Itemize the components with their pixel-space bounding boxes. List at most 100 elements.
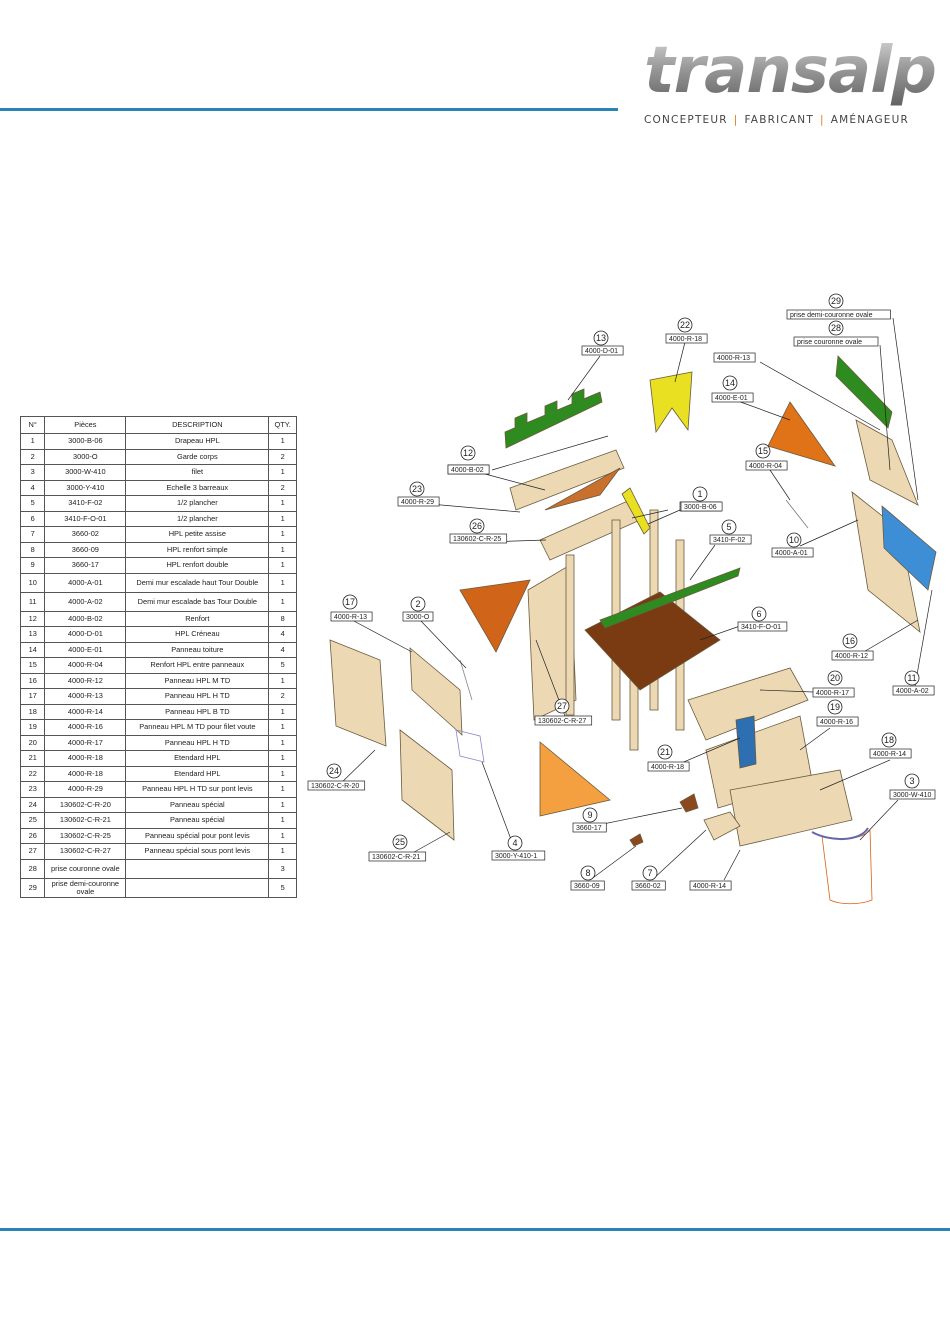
callout-number: 12 (463, 448, 473, 458)
callout-number: 28 (831, 323, 841, 333)
callout-number: 2 (415, 599, 420, 609)
callout-number: 20 (830, 673, 840, 683)
callout-balloon (642, 865, 658, 881)
callout-ref-text: 3000-Y-410-1 (495, 853, 537, 860)
callout-number: 23 (412, 484, 422, 494)
callout-ref-box (737, 621, 788, 632)
callout-5: 3410-F-025 (689, 519, 752, 581)
callout-ref-text: 3660-09 (574, 883, 600, 890)
callout-ref-text: 4000-R-14 (693, 883, 726, 890)
callout-3: 3000-W-410 3 (859, 773, 936, 841)
callout-leader (723, 849, 741, 881)
callout-balloon (342, 594, 358, 610)
callout-ref-text: 4000-R-04 (749, 463, 782, 470)
tagline-conceptor: CONCEPTEUR (644, 114, 728, 126)
col-number: N° (19, 416, 46, 434)
callout-6: 3410-F-O-016 (699, 606, 788, 641)
callout-ref-box (647, 761, 690, 772)
callout-15: 4000-R-04 15 (745, 443, 791, 501)
row-qty: 1 (268, 510, 297, 527)
row-number: 11 (19, 591, 46, 612)
callout-ref-text: 4000-R-29 (401, 499, 434, 506)
callout-ref-box (581, 345, 624, 356)
callout-ref-box (572, 822, 607, 833)
callout-ref-text: 4000-R-16 (820, 719, 853, 726)
tagline-planner: AMÉNAGEUR (830, 114, 909, 126)
brand-logo: transalp CONCEPTEUR|FABRICANT|AMÉNAGEUR (640, 34, 937, 130)
callout-number: 27 (557, 701, 567, 711)
callout-number: 17 (345, 597, 355, 607)
callout-leader (592, 807, 683, 827)
callout-layer: 3000-B-0613000-O23000-W-41033000-Y-410-1… (307, 293, 936, 891)
callout-ref-text: 3660-17 (576, 825, 602, 832)
header-rule (0, 108, 618, 111)
callout-balloon (580, 865, 596, 881)
callout-balloon (392, 834, 408, 850)
callout-ref-box (793, 336, 879, 347)
callout-ref-box (745, 460, 788, 471)
callout-number: 15 (758, 446, 768, 456)
callout-ref-box (831, 650, 874, 661)
callout-leader (799, 727, 831, 751)
table-header-row: N° Pièces DESCRIPTION QTY. (19, 416, 297, 434)
callout-leader (914, 589, 933, 687)
callout-ref-box (689, 880, 732, 891)
callout-ref-box (786, 309, 891, 320)
callout-ref-box (570, 880, 605, 891)
callout-leader (651, 829, 707, 881)
callout-ref-text: 3000-W-410 (893, 792, 932, 799)
callout-8: 3660-098 (570, 845, 637, 891)
callout-leader (879, 344, 891, 471)
callout-ref-text: 4000-A-01 (775, 550, 808, 557)
callout-ref-box (889, 789, 936, 800)
callout-4: 3000-Y-410-14 (481, 761, 546, 861)
callout-leader (589, 845, 637, 881)
callout-ref-text: 4000-A-02 (896, 688, 929, 695)
callout-ref-text: 4000-R-18 (651, 764, 684, 771)
callout-leader (819, 759, 891, 791)
callout-leader (859, 799, 899, 841)
callout-ref-text: prise demi-couronne ovale (790, 312, 873, 319)
callout-ref-box (307, 780, 366, 791)
callout-leader (351, 619, 413, 653)
callout-ref-text: 4000-R-18 (669, 336, 702, 343)
callout-balloon (842, 633, 858, 649)
callout-ref-text: 4000-E-01 (715, 395, 748, 402)
callout-number: 6 (756, 609, 761, 619)
callout-ref-box (771, 547, 814, 558)
callout-balloon (593, 330, 609, 346)
row-number: 26 (19, 827, 46, 844)
extra-ref-callout: 4000-R-14 (689, 849, 741, 891)
callout-balloon (751, 606, 767, 622)
callout-leader (734, 399, 791, 421)
callout-number: 19 (830, 702, 840, 712)
callout-balloon (827, 699, 843, 715)
row-number: 29 (19, 877, 46, 898)
callout-balloon (507, 835, 523, 851)
extra-ref-callout: 3000-B-06 (647, 501, 723, 525)
callout-number: 16 (845, 636, 855, 646)
callout-7: 3660-027 (631, 829, 707, 891)
callout-number: 3 (909, 776, 914, 786)
col-part: Pièces (44, 416, 127, 434)
tagline-sep: | (819, 114, 825, 126)
callout-ref-box (665, 333, 708, 344)
callout-leader (491, 435, 609, 471)
callout-ref-text: prise couronne ovale (797, 339, 862, 346)
callout-ref-text: 4000-R-12 (835, 653, 868, 660)
callout-number: 7 (647, 868, 652, 878)
callout-16: 4000-R-12 16 (831, 619, 919, 661)
tagline-sep: | (733, 114, 739, 126)
